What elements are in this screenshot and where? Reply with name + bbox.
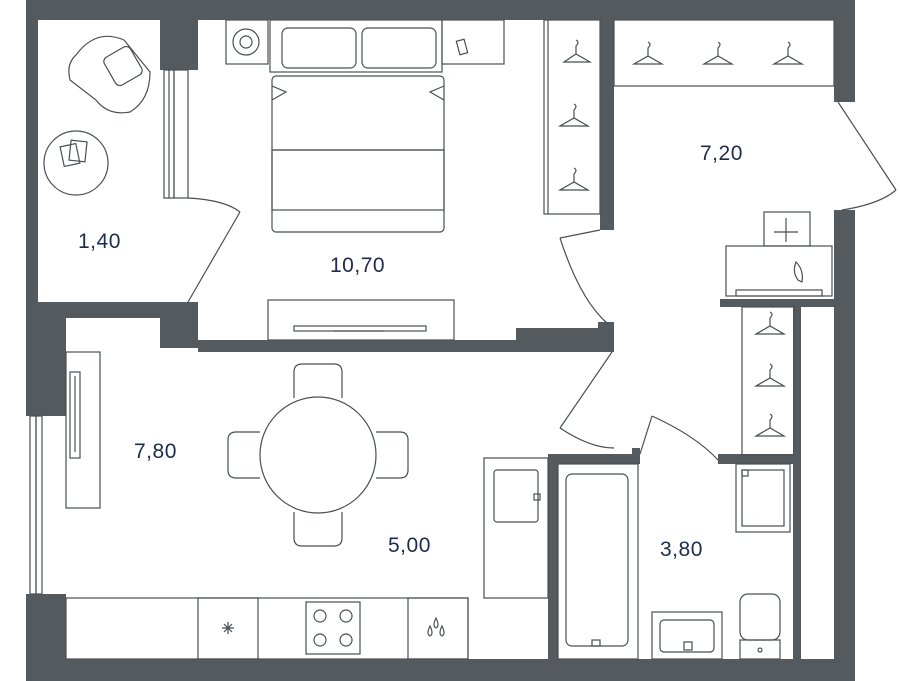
tv-stand-icon <box>267 299 455 341</box>
clothes-hanger-icon <box>557 167 591 191</box>
door-icon <box>187 197 241 303</box>
bathtub-icon <box>557 463 639 660</box>
nightstand-icon <box>441 19 505 65</box>
clothes-hanger-icon <box>557 103 591 127</box>
room-area-label: 7,20 <box>700 142 743 165</box>
clothes-hanger-icon <box>753 311 787 335</box>
fridge-icon <box>197 597 259 660</box>
clothes-hanger-icon <box>631 41 665 65</box>
window-icon <box>163 69 189 199</box>
door-icon <box>837 101 897 211</box>
door-icon <box>639 415 719 461</box>
door-icon <box>559 229 609 325</box>
chair-icon <box>293 512 343 547</box>
wardrobe-icon <box>741 306 795 456</box>
nightstand-icon <box>225 19 269 65</box>
bedroom-room <box>225 19 609 341</box>
window-icon <box>29 415 43 595</box>
room-area-label: 10,70 <box>330 254 386 277</box>
room-area-label: 5,00 <box>388 534 431 557</box>
toilet-icon <box>739 593 781 660</box>
clothes-hanger-icon <box>753 413 787 437</box>
door-icon <box>559 351 615 449</box>
clothes-hanger-icon <box>562 39 593 63</box>
wardrobe-icon <box>543 19 601 215</box>
chair-icon <box>293 363 343 398</box>
clothes-hanger-icon <box>753 363 787 387</box>
hallway-room <box>559 19 897 461</box>
washing-machine-icon <box>735 463 791 533</box>
room-area-label: 1,40 <box>78 230 121 253</box>
armchair-icon <box>68 35 151 114</box>
room-area-label: 3,80 <box>660 538 703 561</box>
clothes-hanger-icon <box>701 41 735 65</box>
bathroom-room <box>557 463 791 660</box>
wardrobe-icon <box>613 19 835 87</box>
clothes-hanger-icon <box>771 41 805 65</box>
round-table-icon <box>43 130 109 196</box>
bed-icon <box>269 19 445 233</box>
sofa-icon <box>65 351 101 509</box>
stove-icon <box>305 601 361 655</box>
living-room <box>29 351 549 660</box>
room-area-label: 7,80 <box>134 440 177 463</box>
walls <box>26 0 855 681</box>
dining-table-icon <box>259 396 377 514</box>
balcony-room <box>43 35 241 303</box>
chair-icon <box>376 431 409 479</box>
chair-icon <box>763 211 811 247</box>
sink-icon <box>407 597 469 660</box>
chair-icon <box>227 431 260 479</box>
nightstand-icon <box>725 245 833 297</box>
washbasin-icon <box>651 611 723 660</box>
fridge-icon <box>483 457 549 599</box>
